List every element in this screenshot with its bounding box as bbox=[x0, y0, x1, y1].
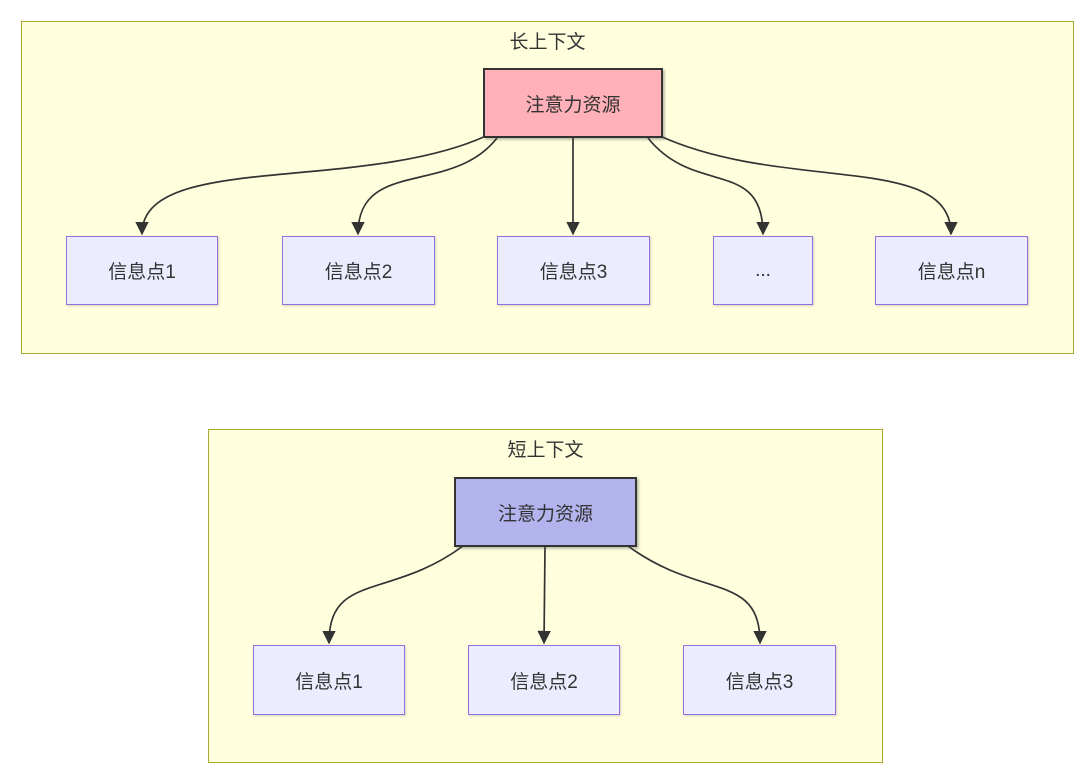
info-node-long-2: 信息点2 bbox=[282, 236, 435, 305]
info-node-short-2: 信息点2 bbox=[468, 645, 620, 715]
info-node-long-1: 信息点1 bbox=[66, 236, 218, 305]
info-node-long-n: 信息点n bbox=[875, 236, 1028, 305]
cluster-long-title: 长上下文 bbox=[509, 32, 586, 53]
info-node-long-3: 信息点3 bbox=[497, 236, 650, 305]
attention-node-short: 注意力资源 bbox=[454, 477, 637, 547]
info-node-short-3: 信息点3 bbox=[683, 645, 836, 715]
attention-node-long: 注意力资源 bbox=[483, 68, 663, 138]
info-node-short-1: 信息点1 bbox=[253, 645, 405, 715]
info-node-long-ellipsis: ... bbox=[713, 236, 813, 305]
cluster-short-title: 短上下文 bbox=[507, 440, 584, 461]
